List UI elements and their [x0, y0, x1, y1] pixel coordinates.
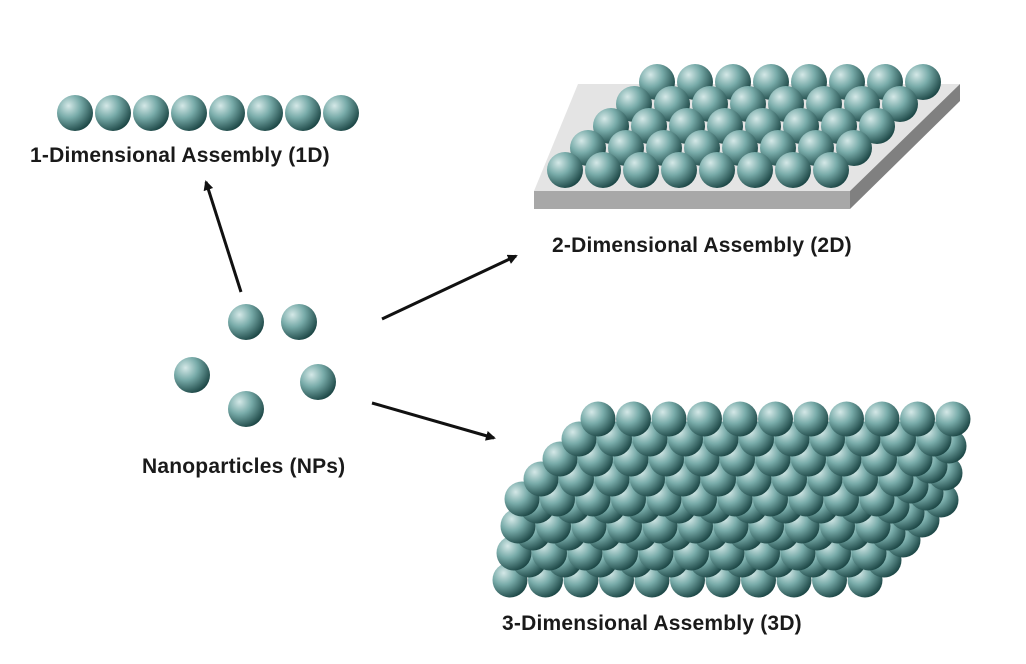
chain-particle: [209, 95, 245, 131]
free-nanoparticles: [174, 304, 336, 427]
free-nanoparticle: [300, 364, 336, 400]
monolayer-particle: [859, 108, 895, 144]
monolayer-particle: [813, 152, 849, 188]
chain-particle: [285, 95, 321, 131]
free-nanoparticle: [281, 304, 317, 340]
chain-particle: [171, 95, 207, 131]
monolayer-particle: [699, 152, 735, 188]
block-particle: [722, 401, 758, 437]
chain-particle: [95, 95, 131, 131]
two-dimensional-assembly: [534, 64, 960, 209]
monolayer-particle: [661, 152, 697, 188]
monolayer-particle: [585, 152, 621, 188]
block-particle: [793, 401, 829, 437]
block-particle: [580, 401, 616, 437]
block-particle: [935, 401, 971, 437]
chain-particle: [133, 95, 169, 131]
monolayer-particle: [836, 130, 872, 166]
free-nanoparticle: [174, 357, 210, 393]
chain-particle: [57, 95, 93, 131]
arrow-to-1d: [203, 180, 243, 293]
label-1d-assembly: 1-Dimensional Assembly (1D): [30, 144, 330, 167]
label-3d-assembly: 3-Dimensional Assembly (3D): [502, 612, 802, 635]
chain-particle: [323, 95, 359, 131]
block-particle: [829, 401, 864, 437]
monolayer-particle: [547, 152, 583, 188]
block-particle: [864, 401, 900, 437]
label-nanoparticles: Nanoparticles (NPs): [142, 455, 346, 478]
monolayer-particles: [547, 64, 941, 188]
label-2d-assembly: 2-Dimensional Assembly (2D): [552, 234, 852, 257]
monolayer-particle: [737, 152, 773, 188]
three-dimensional-assembly: [492, 401, 971, 598]
substrate-side: [850, 84, 960, 209]
block-particle: [616, 401, 651, 437]
monolayer-particle: [775, 152, 811, 188]
block-particle: [900, 401, 935, 437]
arrow-to-3d: [371, 401, 496, 441]
monolayer-particle: [623, 152, 659, 188]
block-particle: [687, 401, 722, 437]
arrow-to-2d: [381, 254, 518, 321]
block-particle: [651, 401, 687, 437]
free-nanoparticle: [228, 304, 264, 340]
substrate-front: [534, 191, 850, 209]
block-particle: [758, 401, 793, 437]
free-nanoparticle: [228, 391, 264, 427]
monolayer-particle: [905, 64, 941, 100]
chain-particle: [247, 95, 283, 131]
one-dimensional-chain: [57, 95, 359, 131]
monolayer-particle: [882, 86, 918, 122]
